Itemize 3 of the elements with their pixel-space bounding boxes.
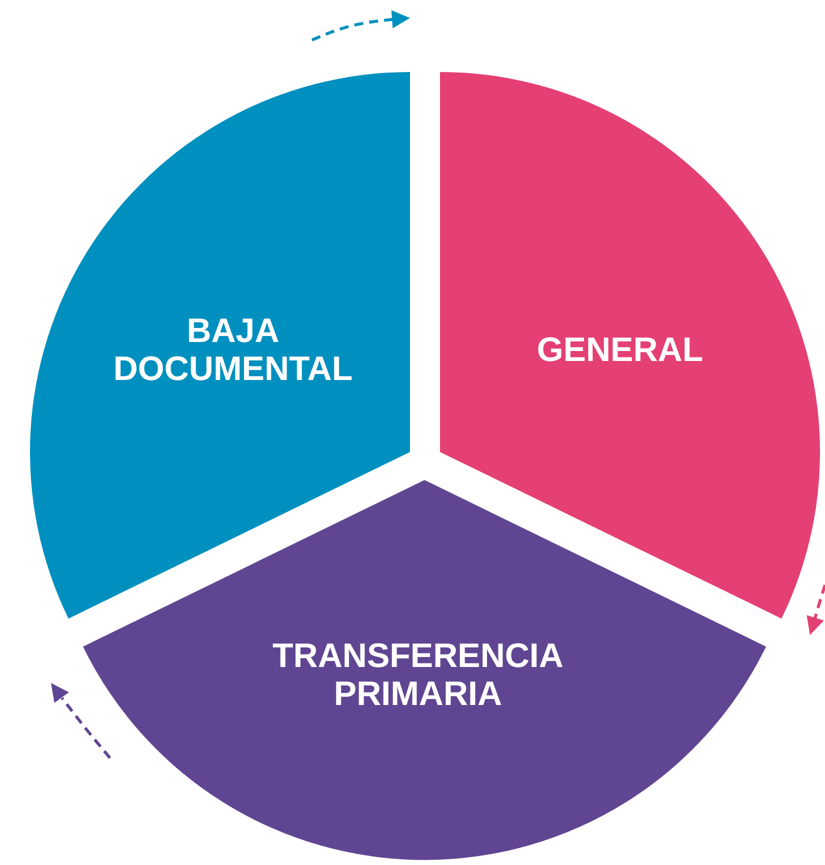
sector-label: TRANSFERENCIA PRIMARIA: [272, 637, 564, 713]
sector-label: BAJA DOCUMENTAL: [112, 312, 354, 388]
sector-label: GENERAL: [536, 330, 704, 369]
